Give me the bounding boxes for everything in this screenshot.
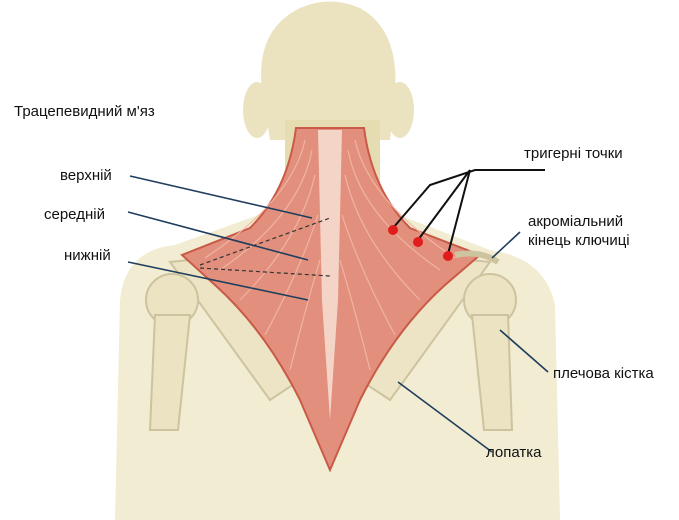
label-humerus: плечова кістка	[553, 364, 654, 383]
label-middle: середній	[44, 205, 105, 224]
label-lower: нижній	[64, 246, 111, 265]
trigger-point	[388, 225, 398, 235]
diagram-title: Трацепевидний м'яз	[14, 102, 155, 121]
label-acromial-line1: акроміальний	[528, 212, 630, 231]
trigger-point	[413, 237, 423, 247]
label-acromial-line2: кінець ключиці	[528, 231, 630, 250]
trigger-point	[443, 251, 453, 261]
label-trigger-points: тригерні точки	[524, 144, 623, 163]
label-upper: верхній	[60, 166, 112, 185]
label-acromial-end: акроміальний кінець ключиці	[528, 212, 630, 250]
label-scapula: лопатка	[486, 443, 542, 462]
